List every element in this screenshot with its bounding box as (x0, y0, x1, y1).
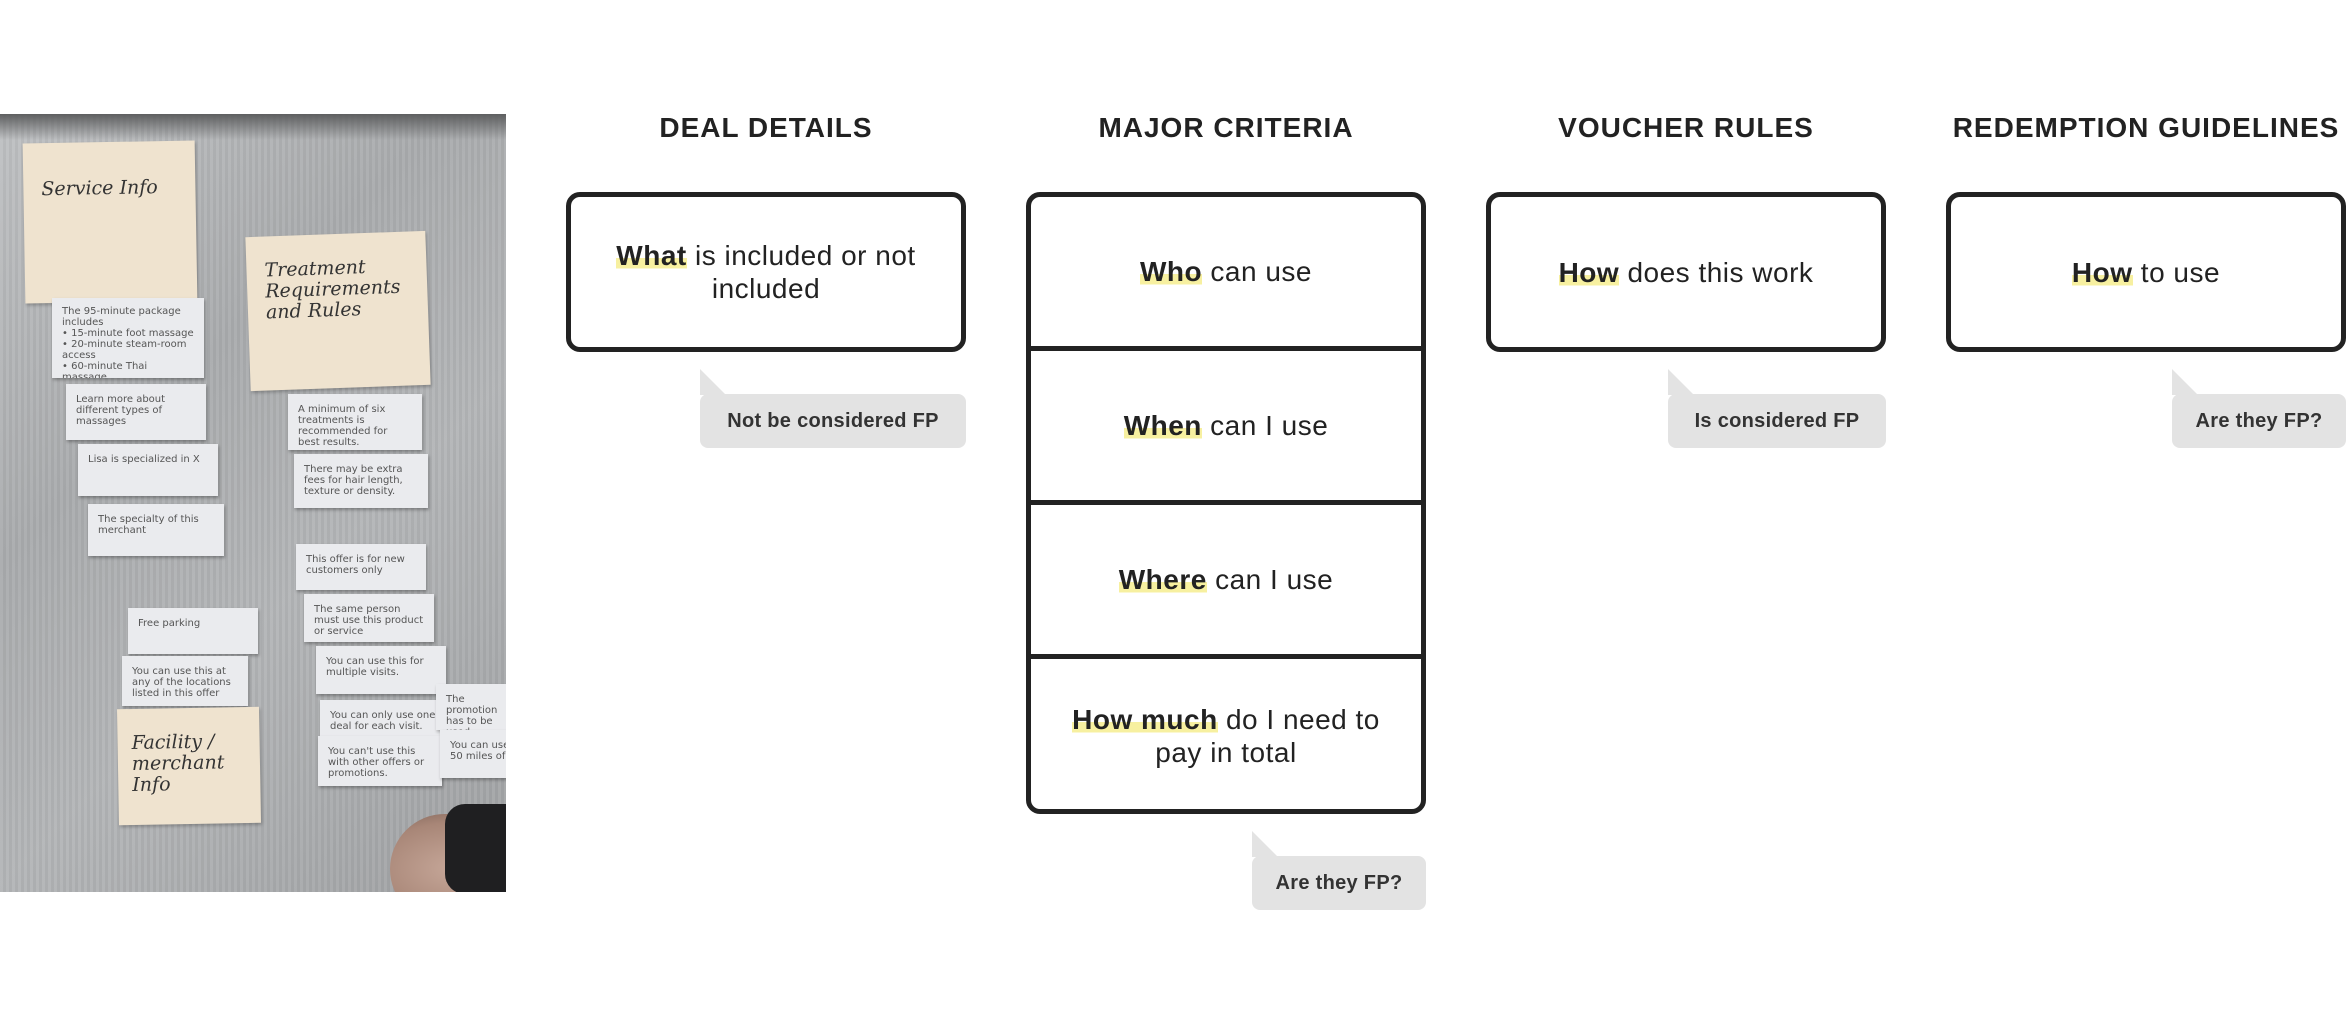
card-same-person: The same person must use this product or… (304, 594, 434, 642)
card-multiple-visits: You can use this for multiple visits. (316, 646, 446, 694)
card-miles: You can use 50 miles of (440, 730, 506, 778)
note-is-fp: Is considered FP (1668, 369, 1886, 448)
note-criteria-fp: Are they FP? (1252, 831, 1426, 910)
keyword-how-redeem: How (2071, 256, 2133, 288)
keyword-who: Who (1140, 256, 1203, 287)
card-no-combine: You can't use this with other offers or … (318, 736, 442, 786)
cell-who: Who can use (1031, 197, 1421, 351)
card-minimum: A minimum of six treatments is recommend… (288, 394, 422, 450)
card-specialty: The specialty of this merchant (88, 504, 224, 556)
keyword-how-much: How much (1072, 704, 1218, 735)
title-redemption-guidelines: REDEMPTION GUIDELINES (1952, 112, 2340, 143)
card-lisa: Lisa is specialized in X (78, 444, 218, 496)
cell-how-much: How much do I need to pay in total (1072, 704, 1380, 768)
keyword-how: How (1558, 256, 1620, 288)
title-deal-details: DEAL DETAILS (659, 112, 873, 143)
criteria-stack: Who can use When can I use Where can I u… (1026, 192, 1426, 814)
card-promotion: The promotion has to be used (436, 684, 506, 730)
cell-where: Where can I use (1031, 505, 1421, 659)
card-learn: Learn more about different types of mass… (66, 384, 206, 440)
note-not-fp: Not be considered FP (700, 369, 966, 448)
card-new-customers: This offer is for new customers only (296, 544, 426, 590)
title-major-criteria: MAJOR CRITERIA (1098, 112, 1354, 143)
sticky-service-info: Service Info (22, 140, 198, 304)
card-package: The 95-minute package includes • 15-minu… (52, 298, 204, 378)
title-voucher-rules: VOUCHER RULES (1558, 112, 1814, 143)
box-how-to-use: How to use (1946, 192, 2346, 352)
box-how-works: How does this work (1486, 192, 1886, 352)
note-redemption-fp: Are they FP? (2172, 369, 2346, 448)
sticky-treatment: Treatment Requirements and Rules (245, 230, 431, 392)
sticky-facility: Facility / merchant Info (116, 706, 262, 826)
keyword-where: Where (1118, 564, 1207, 595)
box-what-included: What is included or not included (566, 192, 966, 352)
keyword-what: What (616, 240, 687, 271)
marker (445, 804, 506, 892)
card-extra-fees: There may be extra fees for hair length,… (294, 454, 428, 508)
keyword-when: When (1123, 410, 1202, 441)
card-parking: Free parking (128, 608, 258, 654)
whiteboard-photo: Service Info The 95-minute package inclu… (0, 114, 506, 892)
cell-when: When can I use (1031, 351, 1421, 505)
card-locations: You can use this at any of the locations… (122, 656, 248, 706)
